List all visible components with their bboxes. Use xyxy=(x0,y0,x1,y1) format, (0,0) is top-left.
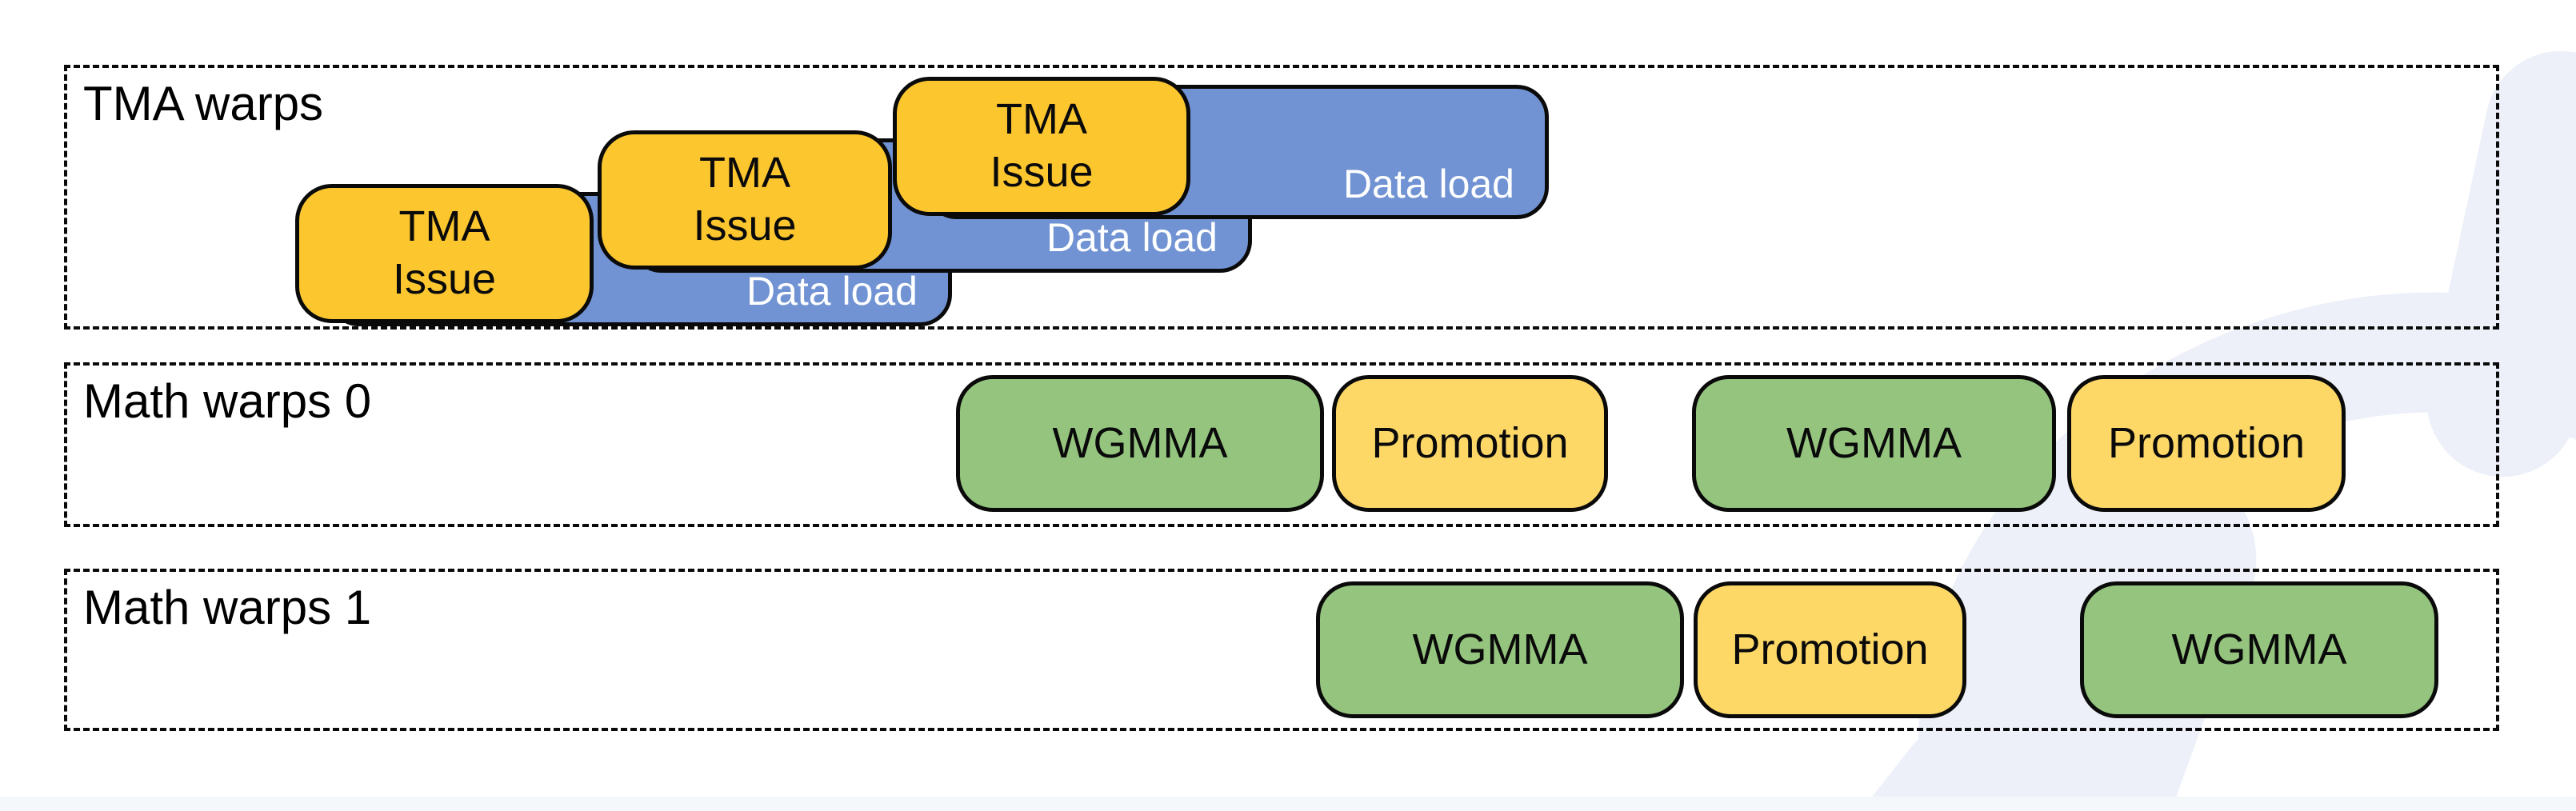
tma-issue-box-label: TMA xyxy=(996,95,1087,144)
promotion-box: Promotion xyxy=(2067,375,2346,512)
row-frame-math-warps-1: Math warps 1 xyxy=(64,569,2499,731)
wgmma-box-label: WGMMA xyxy=(2171,625,2347,673)
row-label-math-warps-0: Math warps 0 xyxy=(83,374,372,428)
promotion-box-label: Promotion xyxy=(2107,418,2306,467)
wgmma-box: WGMMA xyxy=(1692,375,2056,512)
promotion-box-label: Promotion xyxy=(1731,625,1929,673)
data-load-bar-label: Data load xyxy=(1046,215,1218,260)
tma-issue-box-label: Issue xyxy=(990,148,1094,196)
wgmma-box: WGMMA xyxy=(956,375,1324,512)
wgmma-box-label: WGMMA xyxy=(1052,418,1228,467)
wgmma-box: WGMMA xyxy=(1316,581,1684,718)
tma-issue-box-label: Issue xyxy=(693,202,797,250)
data-load-bar-label: Data load xyxy=(746,269,918,314)
tma-issue-box-label: TMA xyxy=(699,149,790,198)
promotion-box: Promotion xyxy=(1694,581,1966,718)
row-label-math-warps-1: Math warps 1 xyxy=(83,581,372,634)
bottom-strip xyxy=(0,797,2576,811)
row-frame-math-warps-0: Math warps 0 xyxy=(64,362,2499,527)
wgmma-box-label: WGMMA xyxy=(1412,625,1588,673)
promotion-box: Promotion xyxy=(1332,375,1608,512)
data-load-bar-label: Data load xyxy=(1342,162,1514,206)
wgmma-box-label: WGMMA xyxy=(1786,418,1962,467)
tma-issue-box-label: Issue xyxy=(392,255,497,303)
row-label-tma-warps: TMA warps xyxy=(83,77,324,130)
wgmma-box: WGMMA xyxy=(2080,581,2438,718)
row-frame-tma-warps: TMA warps xyxy=(64,65,2499,330)
promotion-box-label: Promotion xyxy=(1371,418,1569,467)
tma-issue-box-label: TMA xyxy=(398,202,490,251)
